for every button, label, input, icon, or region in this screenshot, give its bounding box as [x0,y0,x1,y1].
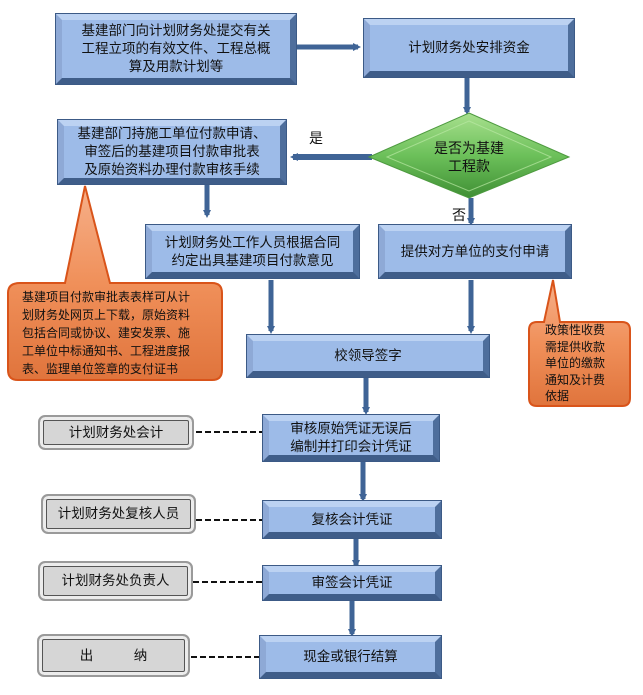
callout-right-line: 政策性收费 [545,323,606,337]
voucher-line: 审核原始凭证无误后 [290,421,412,437]
step-provide-payment-request: 提供对方单位的支付申请 [378,224,572,279]
step-submit-documents: 基建部门向计划财务处提交有关工程立项的有效文件、工程总概算及用款计划等 [55,13,297,85]
role-head: 计划财务处负责人 [38,561,193,601]
role-accountant: 计划财务处会计 [38,415,194,450]
step-prepare-voucher: 审核原始凭证无误后编制并打印会计凭证 [262,414,440,462]
settle-label: 现金或银行结算 [303,649,398,665]
connectors [203,43,475,637]
role-links [191,431,262,658]
role-reviewer-label: 计划财务处复核人员 [57,506,180,522]
step-settlement: 现金或银行结算 [259,635,442,679]
leader-sign-label: 校领导签字 [334,348,402,364]
opinion-line: 计划财务处工作人员根据合同 [164,234,341,251]
step1-line: 算及用款计划等 [128,59,224,75]
decision-label: 是否为基建工程款 [409,137,529,179]
callout-right-line: 依据 [545,389,570,403]
decision-line: 工程款 [448,159,490,175]
yes-branch-line: 及原始资料办理付款审核手续 [84,162,260,178]
yes-branch-line: 基建部门持施工单位付款申请、 [77,126,267,142]
callout-right-line: 单位的缴款 [545,356,606,370]
decision-line: 是否为基建 [434,141,504,157]
step2-label: 计划财务处安排资金 [408,40,530,56]
role-accountant-label: 计划财务处会计 [68,424,164,441]
step-payment-application: 基建部门持施工单位付款申请、审签后的基建项目付款审批表及原始资料办理付款审核手续 [57,119,287,185]
callout-left-line: 基建项目付款审批表表样可从计 [22,290,191,304]
callout-left-line: 包括合同或协议、建安发票、施 [22,326,191,340]
callout-left-shape [7,185,223,381]
review-label: 复核会计凭证 [311,511,393,528]
role-cashier: 出 纳 [37,634,190,677]
callout-right-line: 需提供收款 [545,339,606,354]
step-review-voucher: 复核会计凭证 [262,500,442,539]
no-branch-label: 提供对方单位的支付申请 [400,243,550,260]
callout-left-line: 表、监理单位签章的支付证书 [22,362,179,376]
callout-right-shape [528,279,631,407]
callout-right-text: 政策性收费 需提供收款 单位的缴款 通知及计费 依据 [545,322,630,405]
role-reviewer: 计划财务处复核人员 [41,494,196,534]
callout-left-line: 划财务处网页上下载，原始资料 [22,308,191,322]
yes-branch-line: 审签后的基建项目付款审批表 [84,144,260,160]
step-payment-opinion: 计划财务处工作人员根据合同约定出具基建项目付款意见 [145,224,360,279]
opinion-line: 约定出具基建项目付款意见 [171,252,334,269]
yes-label: 是 [309,131,323,147]
step1-line: 基建部门向计划财务处提交有关 [81,23,271,39]
role-cashier-label: 出 纳 [79,647,148,664]
callout-left-line: 工单位中标通知书、工程进度报 [22,344,191,358]
step-arrange-funds: 计划财务处安排资金 [363,18,575,78]
decision-diamond [367,112,571,199]
callout-right-line: 通知及计费 [545,372,606,387]
voucher-line: 编制并打印会计凭证 [290,439,412,455]
callout-left-text: 基建项目付款审批表表样可从计 划财务处网页上下载，原始资料 包括合同或协议、建安… [22,288,222,378]
step1-line: 工程立项的有效文件、工程总概 [81,41,271,57]
role-head-label: 计划财务处负责人 [61,573,170,589]
approve-label: 审签会计凭证 [311,575,393,591]
step-leader-sign: 校领导签字 [246,334,490,378]
no-label: 否 [452,208,466,224]
step-approve-voucher: 审签会计凭证 [262,565,442,601]
